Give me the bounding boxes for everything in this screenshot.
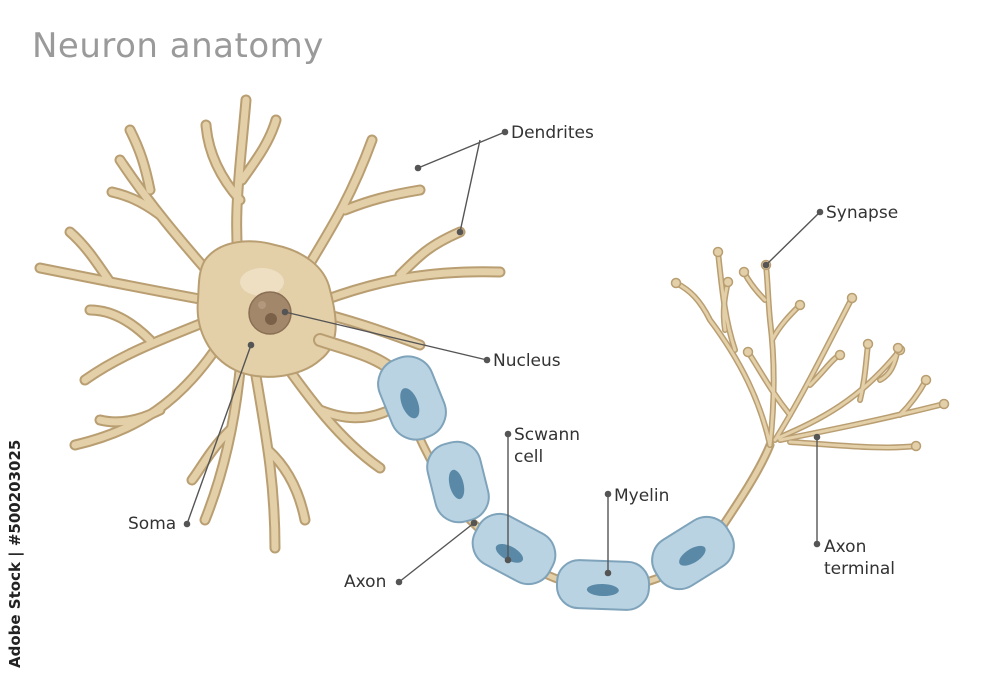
label-axon-terminal-line1: Axon (824, 537, 867, 557)
diagram-title: Neuron anatomy (32, 26, 324, 66)
label-axon: Axon (344, 572, 387, 592)
axon-terminal-branches (670, 246, 950, 452)
label-schwann-cell: Scwann cell (514, 424, 580, 468)
stock-watermark: Adobe Stock | #500203025 (2, 440, 32, 670)
label-soma: Soma (128, 514, 177, 534)
label-synapse: Synapse (826, 203, 899, 223)
label-myelin: Myelin (614, 486, 670, 506)
watermark-text: Adobe Stock | #500203025 (6, 439, 24, 668)
dendrites (34, 94, 506, 554)
label-dendrites: Dendrites (511, 123, 594, 143)
label-schwann-line1: Scwann (514, 425, 581, 445)
synaptic-knobs (670, 246, 950, 452)
label-axon-terminal-line2: terminal (824, 559, 896, 579)
myelin-sheath (377, 355, 735, 611)
label-schwann-line2: cell (514, 447, 544, 467)
leader-lines (183, 128, 824, 586)
label-axon-terminal: Axon terminal (824, 536, 895, 580)
label-nucleus: Nucleus (493, 351, 561, 371)
